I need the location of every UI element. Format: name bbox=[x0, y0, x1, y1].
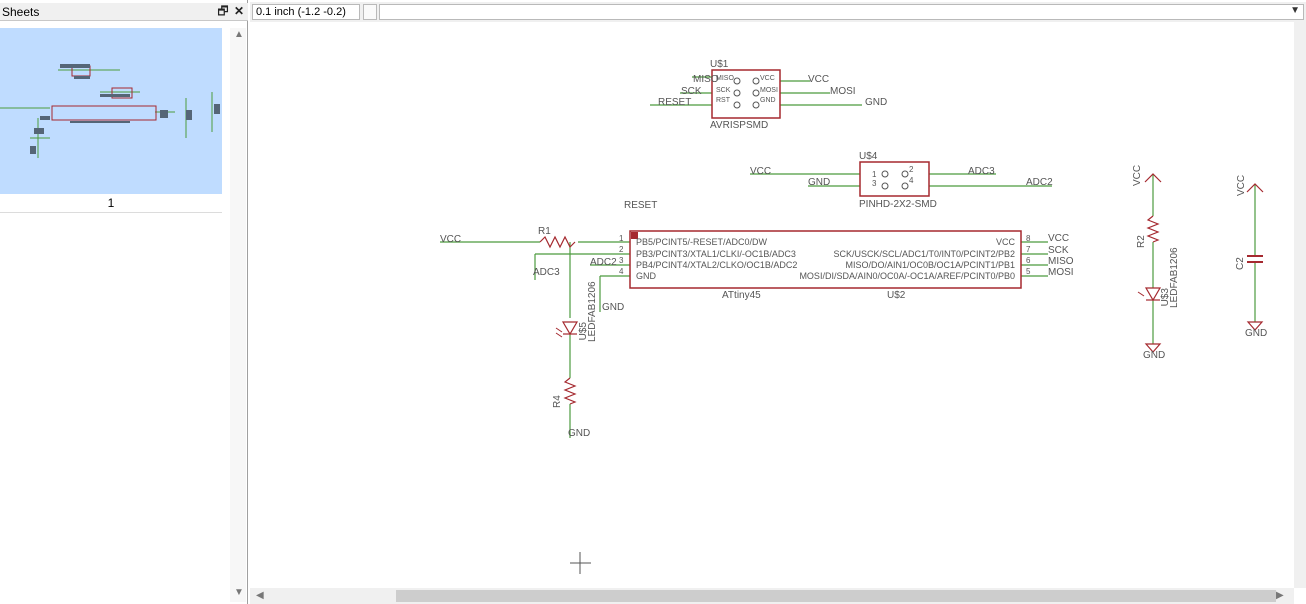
sheets-panel: Sheets 🗗 ✕ 1 ▲ ▼ bbox=[0, 0, 248, 604]
scroll-up-icon[interactable]: ▲ bbox=[234, 29, 244, 40]
part-u2[interactable]: RESET PB5/PCINT5/-RESET/ADC0/DW PB3/PCIN… bbox=[440, 200, 1074, 318]
u2-left-pin-1: PB5/PCINT5/-RESET/ADC0/DW bbox=[636, 237, 768, 247]
net-label-adc2-u2: ADC2 bbox=[590, 257, 617, 268]
u1-pin-mosi: MOSI bbox=[760, 87, 778, 94]
net-label-vcc-r1: VCC bbox=[440, 234, 461, 245]
net-label-gnd-u4: GND bbox=[808, 177, 830, 188]
sheet-thumbnail[interactable] bbox=[0, 28, 222, 194]
net-label-vcc-u2: VCC bbox=[1048, 233, 1069, 244]
u2-right-pin-5: MOSI/DI/SDA/AIN0/OC0A/-OC1A/AREF/PCINT0/… bbox=[799, 271, 1015, 281]
u5-value: LEDFAB1206 bbox=[587, 281, 598, 342]
vertical-scrollbar[interactable] bbox=[1294, 22, 1306, 588]
command-input[interactable] bbox=[379, 4, 1304, 20]
r2-name: R2 bbox=[1136, 235, 1147, 248]
net-label-adc3-u2: ADC3 bbox=[533, 267, 560, 278]
u2-left-pin-3: PB4/PCINT4/XTAL2/CLKO/OC1B/ADC2 bbox=[636, 260, 797, 270]
u5-name: U$5 bbox=[578, 322, 589, 341]
u2-pin-num-5: 5 bbox=[1026, 267, 1031, 276]
scroll-down-icon[interactable]: ▼ bbox=[234, 587, 244, 598]
u1-pin-gnd: GND bbox=[760, 97, 776, 104]
u1-name: U$1 bbox=[710, 59, 729, 70]
net-label-sck-u2: SCK bbox=[1048, 245, 1069, 256]
coordinate-display: 0.1 inch (-1.2 -0.2) bbox=[252, 4, 360, 20]
net-label-vcc-c2: VCC bbox=[1236, 175, 1247, 196]
schematic-drawing: U$1 AVRISPSMD MISO SCK RST VCC MOSI GND … bbox=[440, 59, 1267, 574]
part-u4[interactable]: U$4 PINHD-2X2-SMD 1 2 3 4 VCC GND ADC3 A… bbox=[750, 151, 1053, 210]
net-label-adc2-u4: ADC2 bbox=[1026, 177, 1053, 188]
u3-value: LEDFAB1206 bbox=[1169, 247, 1180, 308]
r4-name: R4 bbox=[552, 395, 563, 408]
u1-pin-miso: MISO bbox=[716, 75, 734, 82]
u2-pin-num-2: 2 bbox=[619, 245, 624, 254]
u1-pin-rst: RST bbox=[716, 97, 731, 104]
part-c2[interactable]: VCC C2 GND bbox=[1235, 175, 1267, 339]
net-label-miso: MISO bbox=[693, 74, 719, 85]
u2-pin-num-3: 3 bbox=[619, 256, 624, 265]
net-label-gnd: GND bbox=[865, 97, 887, 108]
r1-name: R1 bbox=[538, 226, 551, 237]
u2-value: ATtiny45 bbox=[722, 290, 761, 301]
u2-right-pin-6: MISO/DO/AIN1/OC0B/OC1A/PCINT1/PB1 bbox=[845, 260, 1015, 270]
sheet-number[interactable]: 1 bbox=[0, 196, 222, 213]
net-label-adc3-u4: ADC3 bbox=[968, 166, 995, 177]
net-label-gnd-u2: GND bbox=[602, 302, 624, 313]
c2-name: C2 bbox=[1235, 257, 1246, 270]
u2-pin-num-8: 8 bbox=[1026, 234, 1031, 243]
net-label-gnd-u3: GND bbox=[1143, 350, 1165, 361]
scroll-left-icon[interactable]: ◀ bbox=[256, 590, 264, 601]
part-u5-r4[interactable]: U$5 LEDFAB1206 R4 GND bbox=[552, 281, 598, 439]
net-label-sck: SCK bbox=[681, 86, 702, 97]
restore-icon[interactable]: 🗗 bbox=[217, 4, 229, 18]
u2-left-pin-2: PB3/PCINT3/XTAL1/CLKI/-OC1B/ADC3 bbox=[636, 249, 796, 259]
u2-pin-num-4: 4 bbox=[619, 267, 624, 276]
command-history-button[interactable] bbox=[363, 4, 377, 20]
net-label-miso-u2: MISO bbox=[1048, 256, 1074, 267]
net-label-vcc-r2: VCC bbox=[1132, 165, 1143, 186]
sheets-panel-title: Sheets bbox=[2, 5, 40, 19]
u2-right-pin-8: VCC bbox=[996, 237, 1016, 247]
crosshair-cursor-icon bbox=[570, 552, 591, 574]
u2-left-pin-4: GND bbox=[636, 271, 657, 281]
schematic-canvas[interactable]: U$1 AVRISPSMD MISO SCK RST VCC MOSI GND … bbox=[250, 22, 1294, 588]
sheets-scrollbar[interactable]: ▲ ▼ bbox=[230, 28, 246, 602]
u2-pin-num-6: 6 bbox=[1026, 256, 1031, 265]
u1-pin-sck: SCK bbox=[716, 87, 731, 94]
scroll-right-icon[interactable]: ▶ bbox=[1276, 590, 1284, 601]
net-label-gnd-c2: GND bbox=[1245, 328, 1267, 339]
u2-name: U$2 bbox=[887, 290, 906, 301]
u3-name: U$3 bbox=[1160, 288, 1171, 307]
u1-value: AVRISPSMD bbox=[710, 120, 768, 131]
net-label-reset: RESET bbox=[658, 97, 691, 108]
u4-pin-1: 1 bbox=[872, 170, 877, 179]
net-label-vcc-u4: VCC bbox=[750, 166, 771, 177]
net-label-mosi-u2: MOSI bbox=[1048, 267, 1074, 278]
net-label-gnd-r4: GND bbox=[568, 428, 590, 439]
sheets-panel-header: Sheets 🗗 ✕ bbox=[0, 3, 248, 21]
u4-pin-2: 2 bbox=[909, 165, 914, 174]
u2-pin-num-7: 7 bbox=[1026, 245, 1031, 254]
close-icon[interactable]: ✕ bbox=[233, 4, 245, 18]
u2-pin-num-1: 1 bbox=[619, 234, 624, 243]
horizontal-scroll-thumb[interactable] bbox=[396, 590, 1276, 602]
u4-name: U$4 bbox=[859, 151, 878, 162]
net-label-mosi: MOSI bbox=[830, 86, 856, 97]
chevron-down-icon[interactable]: ▼ bbox=[1290, 5, 1300, 16]
u1-pin-vcc: VCC bbox=[760, 75, 775, 82]
u4-pin-4: 4 bbox=[909, 176, 914, 185]
u2-right-pin-7: SCK/USCK/SCL/ADC1/T0/INT0/PCINT2/PB2 bbox=[833, 249, 1015, 259]
net-label-reset-u2: RESET bbox=[624, 200, 657, 211]
horizontal-scrollbar[interactable]: ◀ ▶ bbox=[250, 588, 1294, 604]
u4-value: PINHD-2X2-SMD bbox=[859, 199, 937, 210]
part-u1[interactable]: U$1 AVRISPSMD MISO SCK RST VCC MOSI GND … bbox=[650, 59, 887, 131]
sheet-thumbnail-drawing bbox=[0, 64, 220, 158]
net-label-vcc: VCC bbox=[808, 74, 829, 85]
u4-pin-3: 3 bbox=[872, 179, 877, 188]
part-u3-r2[interactable]: VCC R2 U$3 LEDFAB1206 GND bbox=[1132, 165, 1180, 361]
